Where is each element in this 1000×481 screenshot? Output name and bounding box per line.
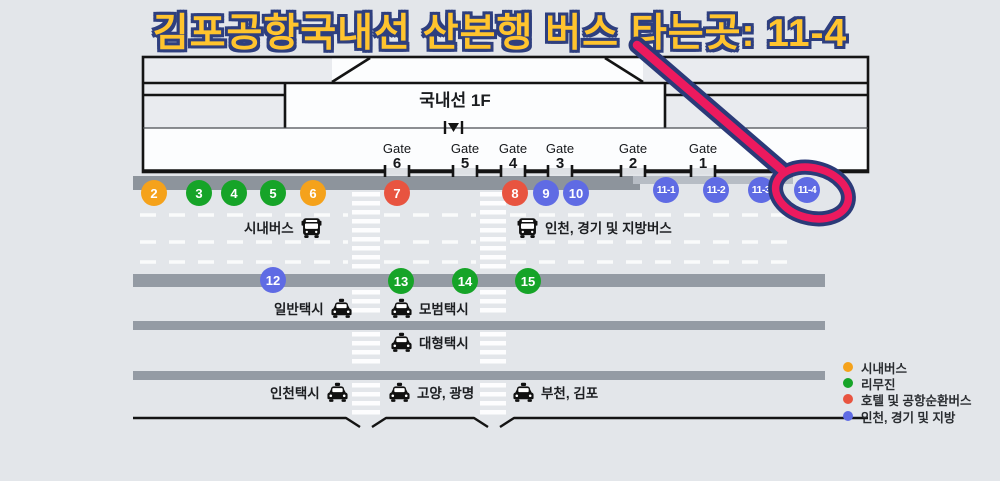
bus-stop-8: 8: [502, 180, 528, 206]
bus-front-icon: [516, 216, 539, 239]
taxi-front-icon: [330, 297, 353, 320]
taxi-front-icon: [512, 381, 535, 404]
taxi-front-icon: [326, 381, 349, 404]
incheon-gyeonggi-bus-label: 인천, 경기 및 지방버스: [516, 215, 672, 239]
legend-dot-limousine: [843, 378, 853, 388]
bus-stop-7: 7: [384, 180, 410, 206]
legend-item-intercity: 인천, 경기 및 지방: [843, 409, 955, 425]
bus-stop-11-4: 11-4: [794, 177, 820, 203]
legend-item-city-bus: 시내버스: [843, 360, 907, 376]
bus-stop-3: 3: [186, 180, 212, 206]
taxi-front-icon: [390, 331, 413, 354]
bus-stop-9: 9: [533, 180, 559, 206]
bus-stop-10: 10: [563, 180, 589, 206]
bus-front-icon: [300, 216, 323, 239]
legend-dot-hotel: [843, 394, 853, 404]
bus-stop-5: 5: [260, 180, 286, 206]
bucheon-gimpo-label: 부천, 김포: [512, 380, 598, 404]
taxi-stop-14: 14: [452, 268, 478, 294]
lane-dashes: [140, 213, 795, 264]
bus-stop-11-3: 11-3: [748, 177, 774, 203]
incheon-taxi-label: 인천택시: [270, 380, 349, 404]
page-title: 김포공항국내선 산본행 버스 타는곳: 11-4: [152, 12, 848, 55]
bus-stop-11-1: 11-1: [653, 177, 679, 203]
legend-dot-city: [843, 362, 853, 372]
bus-stop-2: 2: [141, 180, 167, 206]
legend-item-limousine: 리무진: [843, 376, 896, 392]
taxi-front-icon: [390, 297, 413, 320]
deluxe-taxi-label: 모범택시: [390, 296, 469, 320]
entrance-door-marker: [443, 121, 464, 134]
legend-item-hotel-shuttle: 호텔 및 공항순환버스: [843, 392, 971, 408]
goyang-gwangmyeong-label: 고양, 광명: [388, 380, 474, 404]
terminal-floor-label: 국내선 1F: [419, 91, 491, 110]
bus-stop-6: 6: [300, 180, 326, 206]
roads: [133, 176, 825, 380]
crosswalks: [352, 192, 506, 415]
taxi-stop-13: 13: [388, 268, 414, 294]
taxi-stop-12: 12: [260, 267, 286, 293]
city-bus-label: 시내버스: [244, 215, 323, 239]
bus-stop-4: 4: [221, 180, 247, 206]
large-taxi-label: 대형택시: [390, 330, 469, 354]
legend-dot-intercity: [843, 411, 853, 421]
curb-boundary: [133, 416, 868, 429]
regular-taxi-label: 일반택시: [274, 296, 353, 320]
bus-stop-11-2: 11-2: [703, 177, 729, 203]
taxi-front-icon: [388, 381, 411, 404]
taxi-stop-15: 15: [515, 268, 541, 294]
